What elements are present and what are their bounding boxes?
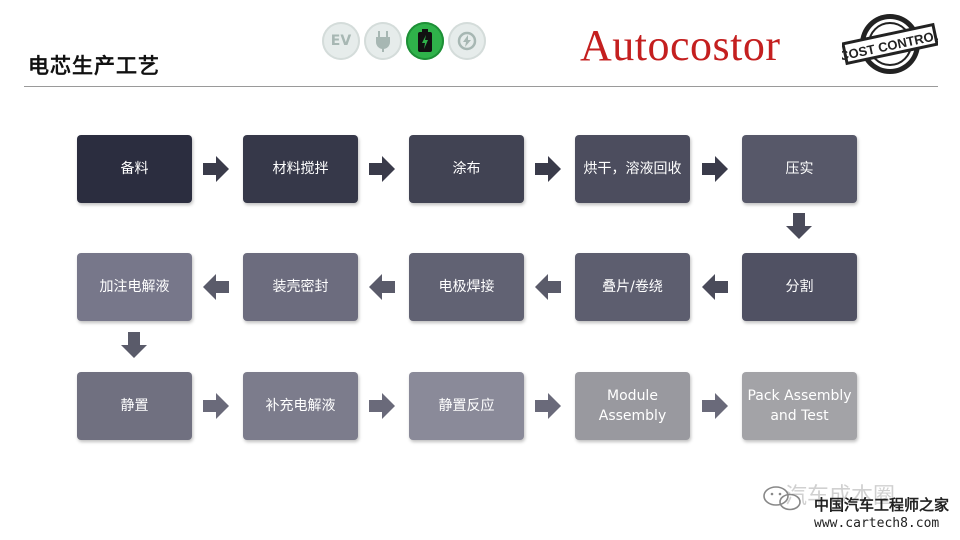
step-pressing: 压实 xyxy=(742,135,857,203)
watermark-site-name: 中国汽车工程师之家 xyxy=(814,496,950,514)
step-electrode-weld: 电极焊接 xyxy=(409,253,524,321)
step-fill-electrolyte: 加注电解液 xyxy=(77,253,192,321)
arrow-right-icon xyxy=(535,393,561,419)
ev-icon-label: EV xyxy=(330,33,352,49)
watermark-url: www.cartech8.com xyxy=(814,516,940,531)
arrow-left-icon xyxy=(702,274,728,300)
arrow-right-icon xyxy=(369,393,395,419)
step-module-assembly: Module Assembly xyxy=(575,372,690,440)
step-casing-seal: 装壳密封 xyxy=(243,253,358,321)
arrow-right-icon xyxy=(203,393,229,419)
header-icon-strip: EV xyxy=(322,22,486,60)
arrow-left-icon xyxy=(203,274,229,300)
arrow-right-icon xyxy=(702,156,728,182)
arrow-down-icon xyxy=(786,213,812,239)
arrow-right-icon xyxy=(702,393,728,419)
plug-icon xyxy=(364,22,402,60)
arrow-right-icon xyxy=(369,156,395,182)
step-pack-assembly: Pack Assembly and Test xyxy=(742,372,857,440)
ev-icon: EV xyxy=(322,22,360,60)
page-title: 电芯生产工艺 xyxy=(28,54,160,78)
step-rest-reaction: 静置反应 xyxy=(409,372,524,440)
step-drying: 烘干，溶液回收 xyxy=(575,135,690,203)
step-stack-wind: 叠片/卷绕 xyxy=(575,253,690,321)
wechat-icon xyxy=(763,486,801,511)
arrow-down-icon xyxy=(121,332,147,358)
step-coating: 涂布 xyxy=(409,135,524,203)
charging-icon xyxy=(448,22,486,60)
battery-icon xyxy=(406,22,444,60)
arrow-left-icon xyxy=(535,274,561,300)
arrow-left-icon xyxy=(369,274,395,300)
step-refill-electrolyte: 补充电解液 xyxy=(243,372,358,440)
step-slitting: 分割 xyxy=(742,253,857,321)
arrow-right-icon xyxy=(203,156,229,182)
cost-control-seal-icon: COST CONTROL xyxy=(842,14,938,74)
step-mixing: 材料搅拌 xyxy=(243,135,358,203)
header-divider xyxy=(24,86,938,87)
brand-logo: Autocostor xyxy=(580,21,781,70)
step-prep: 备料 xyxy=(77,135,192,203)
watermark-circle-name: 汽车成本圈 xyxy=(785,484,896,509)
arrow-right-icon xyxy=(535,156,561,182)
step-rest: 静置 xyxy=(77,372,192,440)
